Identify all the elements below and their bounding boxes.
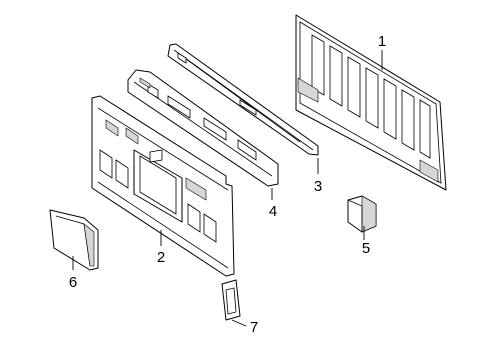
part-7-plate[interactable] [221,279,241,321]
part-6-corner-trim[interactable] [49,209,99,271]
part-1-back-panel[interactable] [295,14,447,191]
callout-1: 1 [378,33,386,50]
part-5-bracket[interactable] [347,195,377,233]
callout-2: 2 [157,249,165,266]
callout-4: 4 [269,203,277,220]
leader-7 [231,319,247,327]
callout-7: 7 [250,319,258,336]
callout-5: 5 [362,240,370,257]
leader-lines [72,50,383,327]
part-2-main-panel[interactable] [91,95,235,277]
callout-3: 3 [314,178,322,195]
callout-labels: 1 2 3 4 5 6 7 [69,33,386,336]
callout-6: 6 [69,274,77,291]
part-3-upper-rail[interactable] [167,43,319,156]
part-4-reinforcement[interactable] [127,69,279,187]
